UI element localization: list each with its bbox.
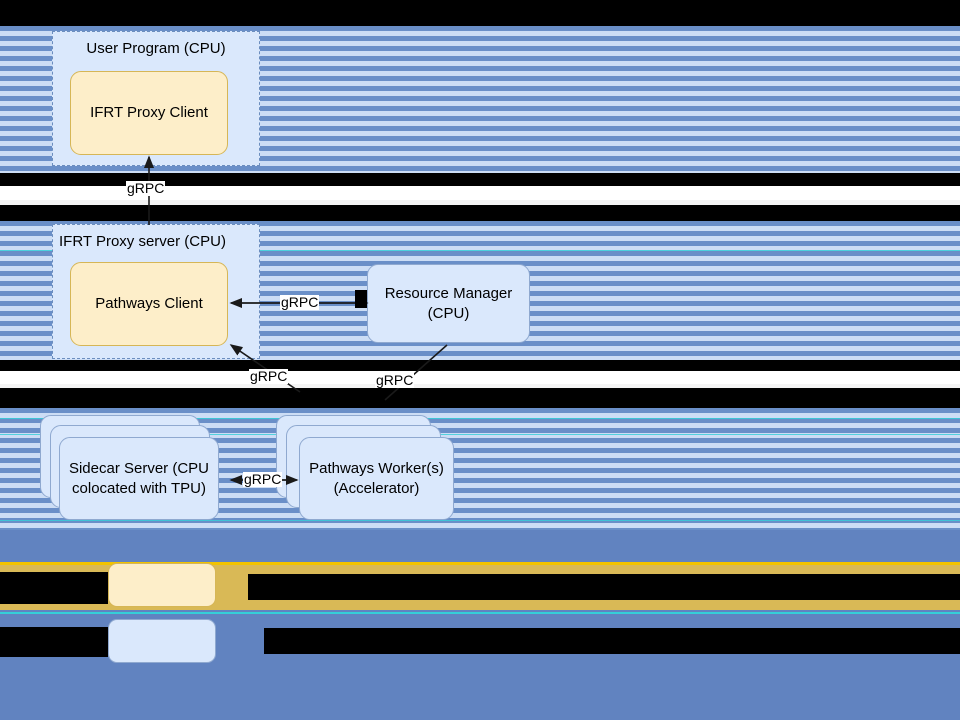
corruption-band-4 [0,360,960,371]
legend-gold-rule [0,562,960,565]
node-resource-manager[interactable]: Resource Manager (CPU) [367,264,530,343]
node-sidecar-server-label-line2: colocated with TPU) [72,479,206,497]
node-pathways-workers-label-line1: Pathways Worker(s) [309,460,444,477]
cyan-rule-4 [0,434,960,435]
node-pathways-workers[interactable]: Pathways Worker(s) (Accelerator) [299,437,454,520]
cyan-rule-1 [0,612,960,614]
node-pathways-client[interactable]: Pathways Client [70,262,228,346]
edge-label-client-to-server: gRPC [126,180,166,197]
node-resource-manager-label-line1: Resource Manager [384,285,513,302]
corruption-occlusion-legend-4 [264,628,960,654]
node-sidecar-server[interactable]: Sidecar Server (CPU colocated with TPU) [59,437,219,520]
node-pathways-client-label: Pathways Client [95,294,203,312]
corruption-occlusion-right-1 [355,290,367,308]
container-user-program-label: User Program (CPU) [86,40,226,57]
legend-swatch-highlight [108,563,216,607]
cyan-rule-2 [0,250,960,251]
edge-label-sidecar-to-workers: gRPC [243,471,283,488]
corruption-band-top [0,0,960,26]
white-band-1 [0,186,960,200]
corruption-occlusion-legend-2 [248,574,960,600]
node-pathways-workers-label-line2: (Accelerator) [333,479,420,497]
cyan-rule-3 [0,418,960,419]
node-resource-manager-label-line2: (CPU) [427,304,470,322]
corruption-band-5 [0,388,960,408]
corruption-band-2 [0,173,960,186]
corruption-occlusion-legend-1 [0,572,108,604]
grey-band-1 [0,200,960,205]
corruption-band-3 [0,205,960,221]
edge-label-sidecar-to-pathways-client: gRPC [249,368,289,385]
grey-band-2 [0,384,960,388]
corruption-occlusion-legend-3 [0,627,108,657]
node-ifrt-proxy-client[interactable]: IFRT Proxy Client [70,71,228,155]
edge-label-pathways-client-to-resource: gRPC [280,294,320,311]
node-ifrt-proxy-client-label: IFRT Proxy Client [90,103,208,121]
cyan-rule-5 [0,520,960,521]
legend-swatch-node [108,619,216,663]
edge-label-resource-to-workers: gRPC [375,372,415,389]
container-ifrt-proxy-server-label: IFRT Proxy server (CPU) [59,233,226,250]
node-sidecar-server-label-line1: Sidecar Server (CPU [68,460,210,477]
